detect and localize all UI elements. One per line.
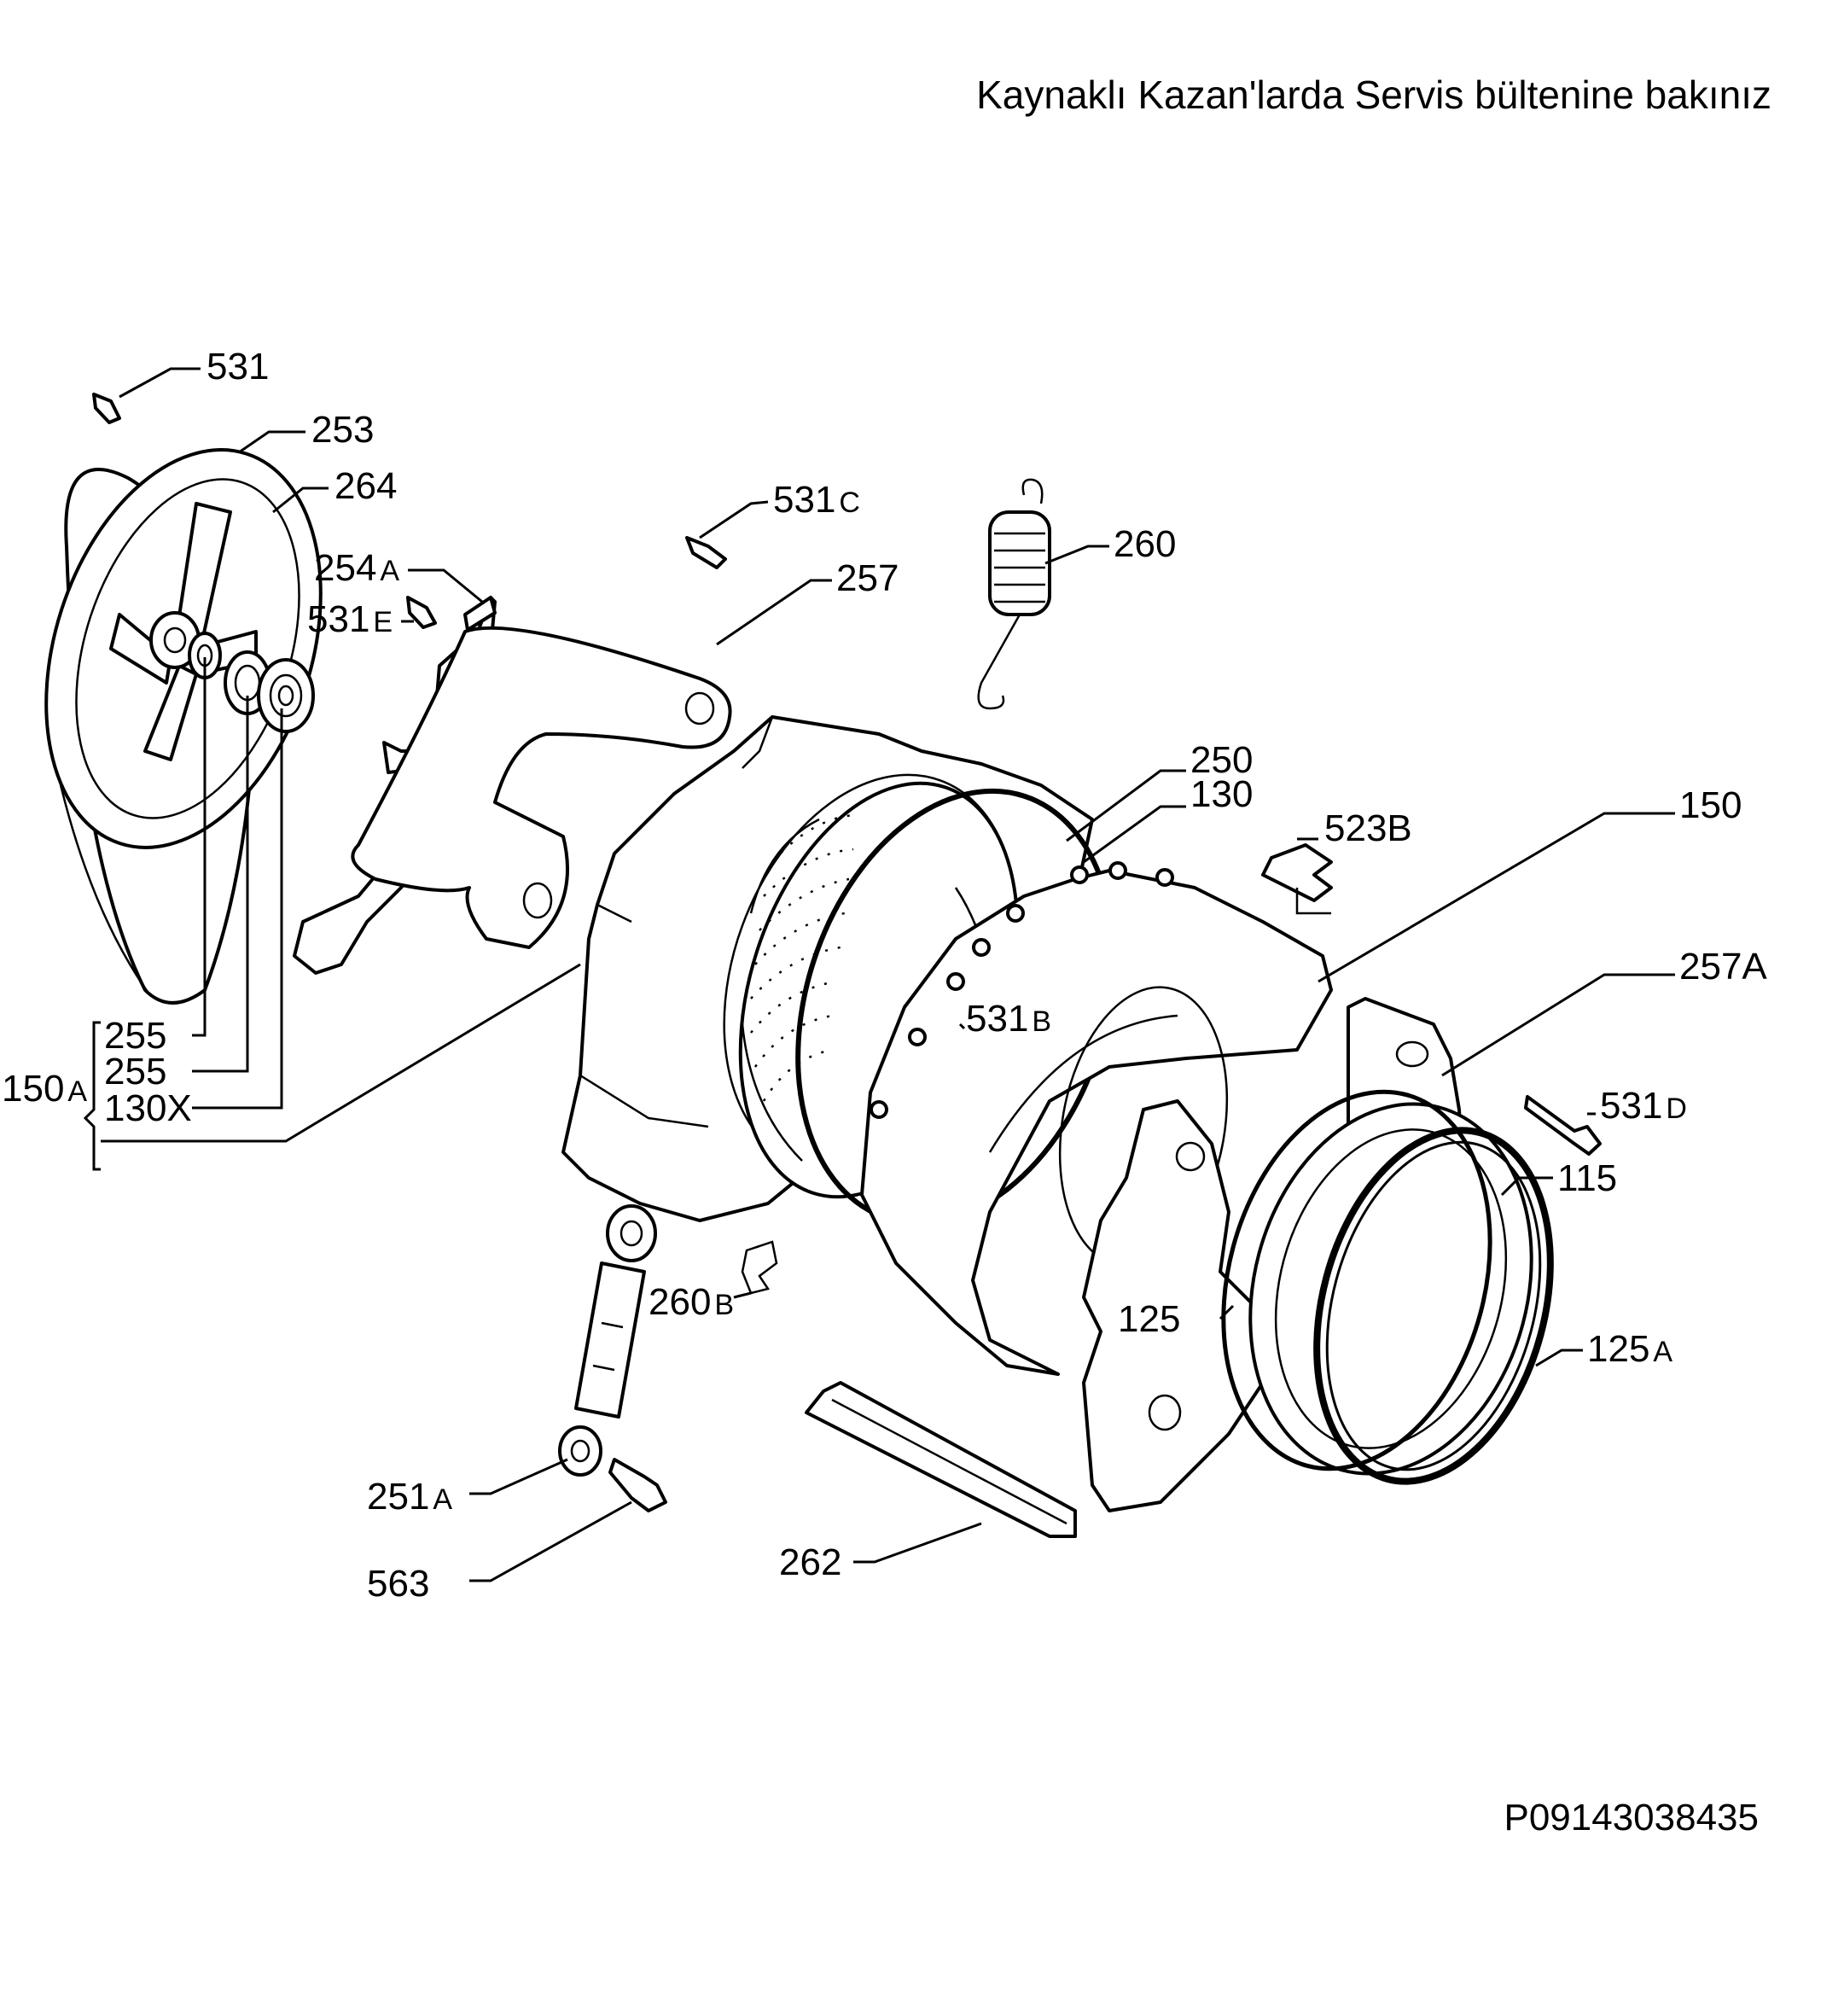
svg-text:255: 255 (104, 1015, 166, 1057)
svg-text:523B: 523B (1324, 807, 1412, 849)
bolt-531d (1524, 1095, 1602, 1156)
shock-absorber-251a (558, 1204, 657, 1477)
svg-text:250: 250 (1190, 739, 1253, 781)
label-130x: 130X (104, 1087, 192, 1129)
rivet-row (870, 861, 1174, 1119)
svg-text:115: 115 (1557, 1157, 1617, 1199)
label-262: 262 (779, 1541, 841, 1583)
svg-text:255: 255 (104, 1051, 166, 1092)
label-531: 531 (207, 346, 269, 387)
clip-260b (741, 1240, 778, 1295)
label-257: 257 (836, 557, 899, 599)
screw-531 (92, 393, 121, 424)
clamp-125 (1221, 1089, 1492, 1471)
svg-text:257: 257 (836, 557, 899, 599)
label-253: 253 (311, 409, 374, 451)
svg-text:262: 262 (779, 1541, 841, 1583)
leader-lines (101, 367, 1675, 1582)
label-264: 264 (334, 465, 397, 507)
spring-260 (977, 478, 1051, 710)
svg-text:264: 264 (334, 465, 397, 507)
label-523b: 523B (1324, 807, 1412, 849)
label-563: 563 (367, 1563, 429, 1605)
ballast-bar-262 (805, 1381, 1077, 1538)
front-weight-lower (1082, 1099, 1265, 1512)
label-257a: 257A (1679, 946, 1767, 988)
svg-text:150: 150 (1679, 784, 1742, 826)
drum-perforation-dots (750, 813, 854, 1102)
clip-523b (1261, 843, 1333, 915)
svg-text:130X: 130X (104, 1087, 192, 1129)
seal-130x (257, 658, 315, 733)
svg-text:125: 125 (1118, 1298, 1180, 1340)
clamp-125a (1313, 1127, 1554, 1485)
svg-text:531: 531 (207, 346, 269, 387)
svg-text:130: 130 (1190, 773, 1253, 815)
pulley-253 (44, 448, 323, 849)
diagram-reference-code: P09143038435 (1504, 1797, 1759, 1838)
screw-531e (406, 596, 437, 629)
label-150: 150 (1679, 784, 1742, 826)
svg-text:260: 260 (1114, 523, 1176, 565)
label-125: 125 (1118, 1298, 1180, 1340)
label-255-first: 255 (104, 1015, 166, 1057)
bolt-563 (608, 1458, 667, 1512)
label-115: 115 (1557, 1157, 1617, 1199)
counterweight-257 (351, 626, 732, 949)
screw-531c (685, 536, 727, 569)
label-260: 260 (1114, 523, 1176, 565)
label-250: 250 (1190, 739, 1253, 781)
svg-text:563: 563 (367, 1563, 429, 1605)
brace-150a (83, 1021, 101, 1171)
label-130: 130 (1190, 773, 1253, 815)
svg-text:257A: 257A (1679, 946, 1767, 988)
svg-text:253: 253 (311, 409, 374, 451)
label-255-second: 255 (104, 1051, 166, 1092)
service-bulletin-note: Kaynaklı Kazan'larda Servis bültenine ba… (976, 73, 1771, 117)
